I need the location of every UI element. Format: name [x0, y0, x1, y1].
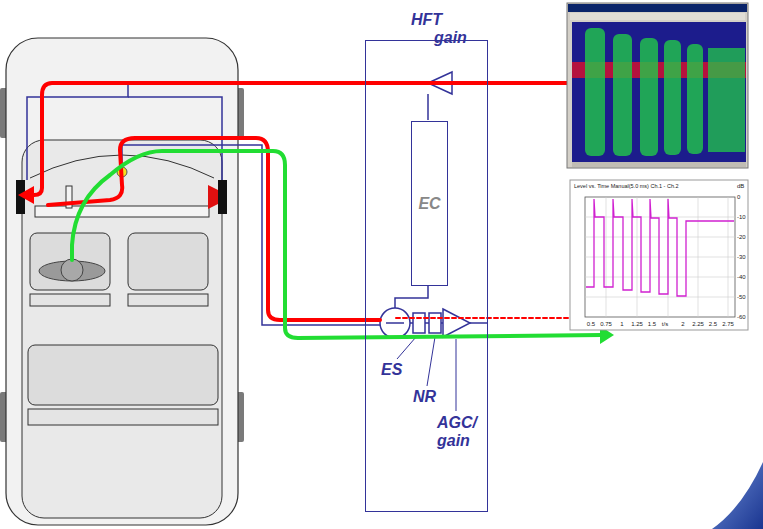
axis-tick-label: -40	[737, 274, 746, 281]
corner-decoration	[712, 462, 763, 529]
block-label: AGC/ gain	[437, 414, 485, 449]
axis-tick-label: -10	[737, 214, 746, 221]
axis-tick-label: t/s	[662, 321, 668, 328]
wire	[27, 83, 488, 325]
axis-tick-label: 2.25	[692, 321, 704, 328]
axis-tick-label: -60	[737, 314, 746, 321]
axis-tick-label: 0	[737, 194, 740, 201]
leader-line	[397, 337, 456, 411]
block-label: ES	[381, 361, 402, 379]
ec-box: EC	[411, 121, 448, 286]
axis-unit: dB	[737, 183, 744, 190]
signal-blocks	[380, 72, 470, 338]
axis-tick-label: 1.25	[631, 321, 643, 328]
chart-title: Level vs. Time Manual(5.0 ms) Ch.1 - Ch.…	[574, 183, 679, 189]
level-chart	[570, 180, 748, 330]
block-label: NR	[413, 388, 436, 406]
axis-tick-label: 0.75	[600, 321, 612, 328]
block-label: EC	[418, 195, 440, 213]
car-illustration	[0, 38, 244, 525]
axis-tick-label: 0.5	[587, 321, 595, 328]
spectrogram-screenshot	[567, 3, 748, 168]
axis-tick-label: 1.5	[648, 321, 656, 328]
signal-path	[34, 83, 602, 338]
axis-tick-label: -30	[737, 254, 746, 261]
axis-tick-label: 1	[620, 321, 623, 328]
block-title: HFT	[366, 11, 487, 29]
axis-tick-label: 2.75	[722, 321, 734, 328]
arrowhead	[18, 186, 34, 204]
axis-tick-label: -50	[737, 294, 746, 301]
gain-label: gain	[434, 29, 467, 47]
axis-tick-label: 2	[681, 321, 684, 328]
axis-tick-label: -20	[737, 234, 746, 241]
axis-tick-label: 2.5	[709, 321, 717, 328]
